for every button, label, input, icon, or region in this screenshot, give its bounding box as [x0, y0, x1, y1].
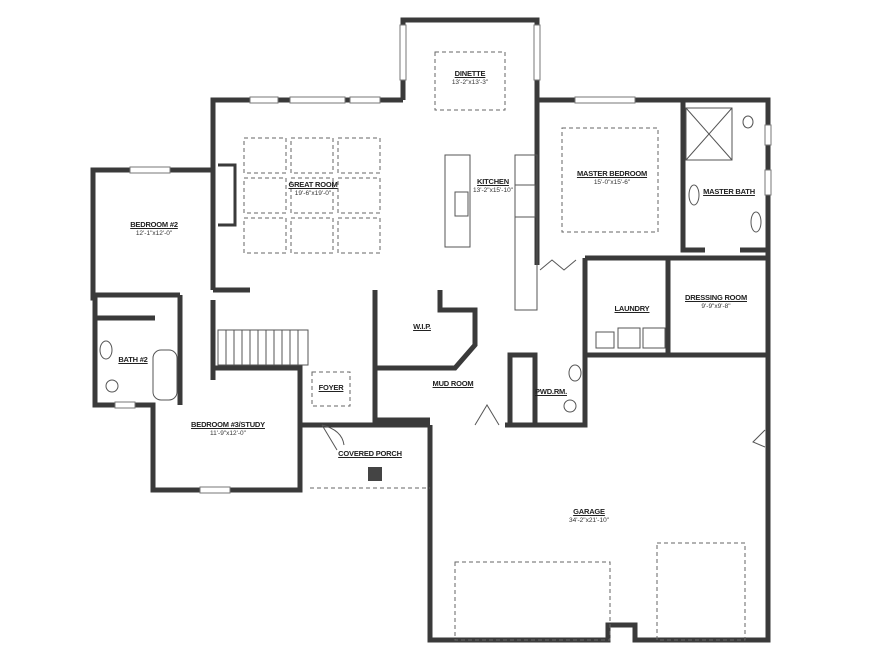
sink-icon — [99, 340, 113, 360]
room-foyer: FOYER — [318, 383, 344, 393]
room-dressing-room: DRESSING ROOM 9'-9"x9'-8" — [685, 293, 747, 310]
room-size: 13'-2"x13'-3" — [451, 78, 489, 86]
washer — [617, 327, 641, 349]
room-name: COVERED PORCH — [338, 449, 402, 458]
bathtub — [152, 349, 178, 401]
room-size: 11'-9"x12'-0" — [210, 429, 246, 437]
window — [289, 96, 346, 104]
room-size: 19'-6"x19'-0" — [294, 189, 332, 197]
room-name: GARAGE — [573, 507, 605, 516]
garage-door — [656, 542, 746, 641]
front-door[interactable] — [321, 424, 345, 451]
room-bedroom-2: BEDROOM #2 12'-1"x12'-0" — [130, 220, 178, 237]
laundry-sink — [595, 331, 615, 349]
room-great-room: GREAT ROOM 19'-6"x19'-0" — [288, 180, 338, 197]
room-name: LAUNDRY — [614, 304, 650, 313]
room-bath-2: BATH #2 — [118, 355, 148, 365]
dinette-ceiling — [434, 51, 506, 111]
window — [399, 24, 407, 81]
garage-door — [454, 561, 611, 641]
window — [764, 169, 772, 196]
wall-mud-south — [505, 355, 588, 428]
toilet-icon — [105, 379, 119, 393]
room-name: PWD.RM. — [535, 387, 567, 396]
room-name: DRESSING ROOM — [685, 293, 747, 302]
room-powder-room: PWD.RM. — [535, 387, 567, 397]
shower — [685, 107, 733, 161]
room-garage: GARAGE 34'-2"x21'-10" — [569, 507, 609, 524]
window — [574, 96, 636, 104]
room-name: GREAT ROOM — [288, 180, 338, 189]
porch-column — [368, 467, 382, 481]
room-size: 12'-1"x12'-0" — [135, 229, 173, 237]
dryer — [642, 327, 666, 349]
window — [129, 166, 171, 174]
room-name: BEDROOM #2 — [130, 220, 178, 229]
room-mud-room: MUD ROOM — [432, 379, 474, 389]
room-name: KITCHEN — [477, 177, 509, 186]
wall-master-bath — [680, 100, 705, 253]
sink-icon — [568, 364, 582, 382]
garage-side-door[interactable] — [752, 429, 766, 448]
sink-icon — [688, 184, 700, 206]
room-name: W.I.P. — [413, 322, 431, 331]
sink-icon — [750, 211, 762, 233]
room-name: MASTER BEDROOM — [576, 169, 648, 178]
master-door[interactable] — [539, 259, 577, 271]
room-master-bedroom: MASTER BEDROOM 15'-0"x15'-6" — [576, 169, 648, 186]
wall-pwd — [507, 352, 538, 425]
room-name: FOYER — [318, 383, 344, 392]
kitchen-island — [444, 154, 471, 248]
garage-entry-door[interactable] — [474, 404, 500, 426]
window — [114, 401, 136, 409]
window — [199, 486, 231, 494]
foyer-ceiling — [311, 371, 351, 407]
toilet-icon — [563, 399, 577, 413]
window — [764, 124, 772, 146]
master-ceiling — [561, 127, 659, 233]
room-bedroom-3: BEDROOM #3/STUDY 11'-9"x12'-0" — [191, 420, 265, 437]
room-name: DINETTE — [454, 69, 486, 78]
range — [514, 184, 536, 218]
fireplace — [218, 163, 237, 227]
window — [249, 96, 279, 104]
room-dinette: DINETTE 13'-2"x13'-3" — [451, 69, 489, 86]
room-size: 15'-0"x15'-6" — [593, 178, 631, 186]
room-laundry: LAUNDRY — [614, 304, 650, 314]
room-master-bath: MASTER BATH — [703, 187, 755, 197]
great-room-coffered-ceiling — [243, 137, 381, 254]
toilet-icon — [742, 115, 754, 129]
wall-bedroom3-east — [210, 365, 300, 380]
room-size: 34'-2"x21'-10" — [569, 516, 609, 524]
room-name: BATH #2 — [118, 355, 148, 364]
wall-mudroom — [372, 368, 430, 423]
window — [533, 24, 541, 81]
staircase — [217, 329, 309, 366]
room-name: MUD ROOM — [432, 379, 474, 388]
room-name: BEDROOM #3/STUDY — [191, 420, 265, 429]
room-covered-porch: COVERED PORCH — [338, 449, 402, 459]
kitchen-sink — [454, 191, 469, 217]
room-kitchen: KITCHEN 13'-2"x15'-10" — [473, 177, 513, 194]
room-wip: W.I.P. — [413, 322, 431, 332]
room-size: 13'-2"x15'-10" — [473, 186, 513, 194]
room-size: 9'-9"x9'-8" — [701, 302, 731, 310]
exterior-wall-west — [90, 97, 403, 493]
room-name: MASTER BATH — [703, 187, 755, 196]
window — [349, 96, 381, 104]
kitchen-counter — [514, 154, 538, 311]
